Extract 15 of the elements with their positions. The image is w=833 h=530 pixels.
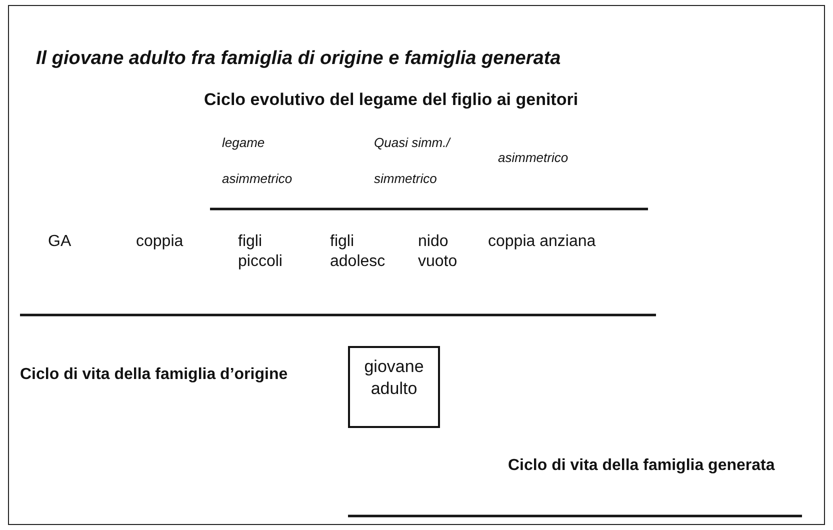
section-heading: Ciclo di vita della famiglia d’origine bbox=[20, 365, 289, 385]
stage-label: coppia bbox=[136, 232, 184, 252]
phase-label: asimmetrico bbox=[498, 149, 570, 167]
stage-label: figli piccoli bbox=[238, 232, 284, 272]
box-label: giovane adulto bbox=[363, 356, 425, 400]
stage-label: coppia anziana bbox=[488, 232, 597, 252]
subtitle: Ciclo evolutivo del legame del figlio ai genitori bbox=[204, 90, 580, 110]
phase-label: Quasi simm./ simmetrico bbox=[374, 134, 452, 188]
stage-box bbox=[348, 346, 440, 428]
stage-label: figli adolesc bbox=[330, 232, 386, 272]
diagram-title: Il giovane adulto fra famiglia di origine e famiglia generata bbox=[36, 48, 562, 70]
stage-label: GA bbox=[48, 232, 72, 252]
phase-label: legame asimmetrico bbox=[222, 134, 294, 188]
stage-label: nido vuoto bbox=[418, 232, 458, 272]
section-heading: Ciclo di vita della famiglia generata bbox=[508, 456, 776, 476]
